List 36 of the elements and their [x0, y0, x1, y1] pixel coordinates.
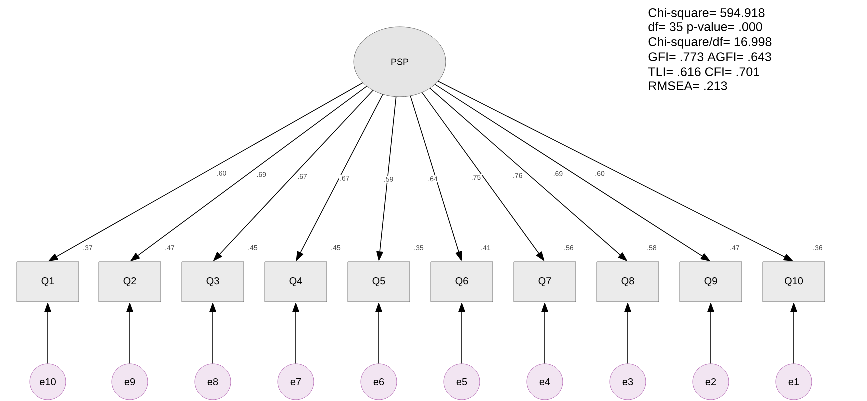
observed-variable-box: Q7	[514, 262, 576, 302]
observed-variable-box: Q5	[348, 262, 410, 302]
arrow	[438, 81, 794, 262]
observed-variable-box: Q8	[596, 262, 660, 302]
arrow	[296, 94, 384, 261]
observed-variable-box: Q2	[98, 262, 162, 302]
fit-statistic: Chi-square= 594.918	[648, 8, 765, 20]
fit-statistic: GFI= .773 AGFI= .643	[648, 52, 772, 62]
observed-variable-box: Q3	[182, 262, 244, 302]
observed-variable-box: Q1	[16, 262, 80, 302]
observed-variable-box: Q4	[264, 262, 328, 302]
fit-statistic: TLI= .616 CFI= .701	[648, 68, 760, 76]
arrow	[422, 92, 545, 262]
arrow	[376, 96, 397, 261]
arrow	[48, 82, 364, 262]
arrow	[624, 303, 632, 364]
arrow	[210, 303, 216, 364]
observed-variable-box: Q6	[430, 262, 494, 302]
observed-variable-box: Q9	[680, 262, 742, 302]
arrow	[44, 303, 52, 364]
arrow	[542, 303, 548, 364]
arrow	[790, 303, 798, 364]
arrow	[430, 88, 628, 262]
arrow	[214, 90, 374, 262]
arrow	[434, 84, 710, 262]
arrow	[708, 303, 714, 364]
arrow	[376, 303, 382, 364]
arrow	[126, 303, 134, 364]
arrow	[458, 303, 466, 364]
arrow	[130, 86, 368, 262]
observed-variable-box: Q10	[762, 262, 826, 302]
fit-statistic: df= 35 p-value= .000	[648, 22, 762, 34]
arrow	[292, 303, 300, 364]
fit-statistic: RMSEA= .213	[649, 82, 728, 90]
arrow	[410, 96, 462, 261]
fit-statistic: Chi-square/df= 16.998	[648, 37, 772, 49]
